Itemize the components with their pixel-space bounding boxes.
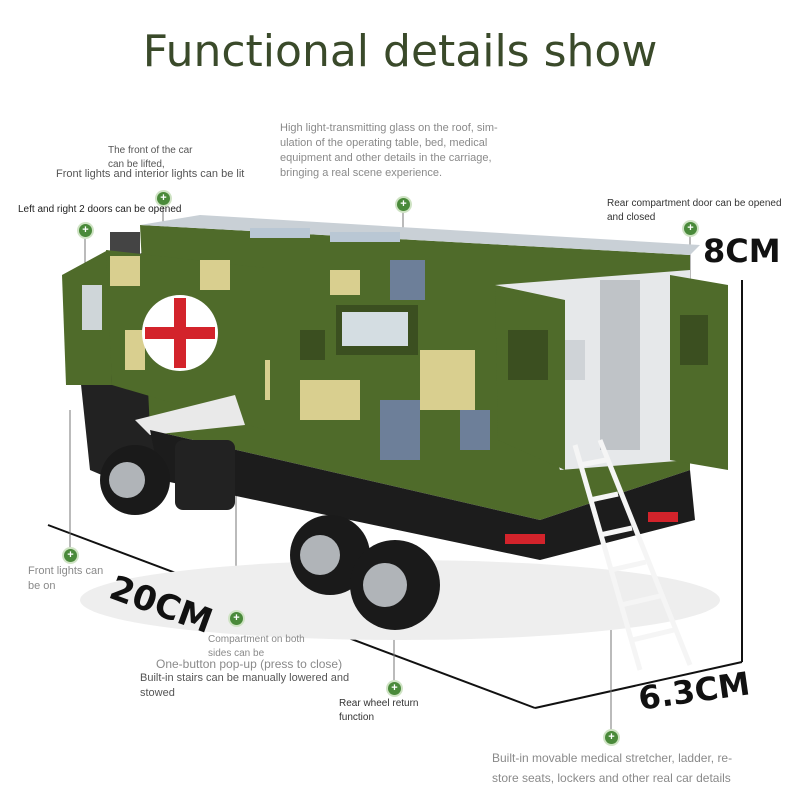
note-stairs: Built-in stairs can be manually lowered … (140, 672, 350, 699)
plus-icon[interactable]: + (605, 731, 618, 744)
note-popup: One-button pop-up (press to close) (156, 657, 343, 671)
note-front-lights: Front lights can be on (28, 565, 104, 592)
plus-icon[interactable]: + (64, 549, 77, 562)
note-roof-glass: High light-transmitting glass on the roo… (280, 122, 498, 179)
note-compartment: Compartment on both sides can be (208, 634, 305, 659)
plus-icon[interactable]: + (157, 192, 170, 205)
note-front-lights-lit: Front lights and interior lights can be … (56, 168, 245, 180)
plus-icon[interactable]: + (388, 682, 401, 695)
note-rear-wheel: Rear wheel return function (339, 698, 419, 723)
plus-icon[interactable]: + (684, 222, 697, 235)
note-doors: Left and right 2 doors can be opened (18, 204, 182, 215)
plus-icon[interactable]: + (79, 224, 92, 237)
page-title: Functional details show (142, 26, 658, 77)
truck-box (106, 215, 728, 560)
plus-icon[interactable]: + (230, 612, 243, 625)
note-stretcher: Built-in movable medical stretcher, ladd… (492, 751, 733, 786)
ladder (572, 439, 693, 671)
wheels (100, 445, 440, 630)
dimension-height-label: 8CM (703, 232, 781, 270)
note-rear-door: Rear compartment door can be opened and … (607, 198, 782, 223)
plus-icon[interactable]: + (397, 198, 410, 211)
note-front-lift: The front of the car can be lifted, (108, 145, 193, 170)
